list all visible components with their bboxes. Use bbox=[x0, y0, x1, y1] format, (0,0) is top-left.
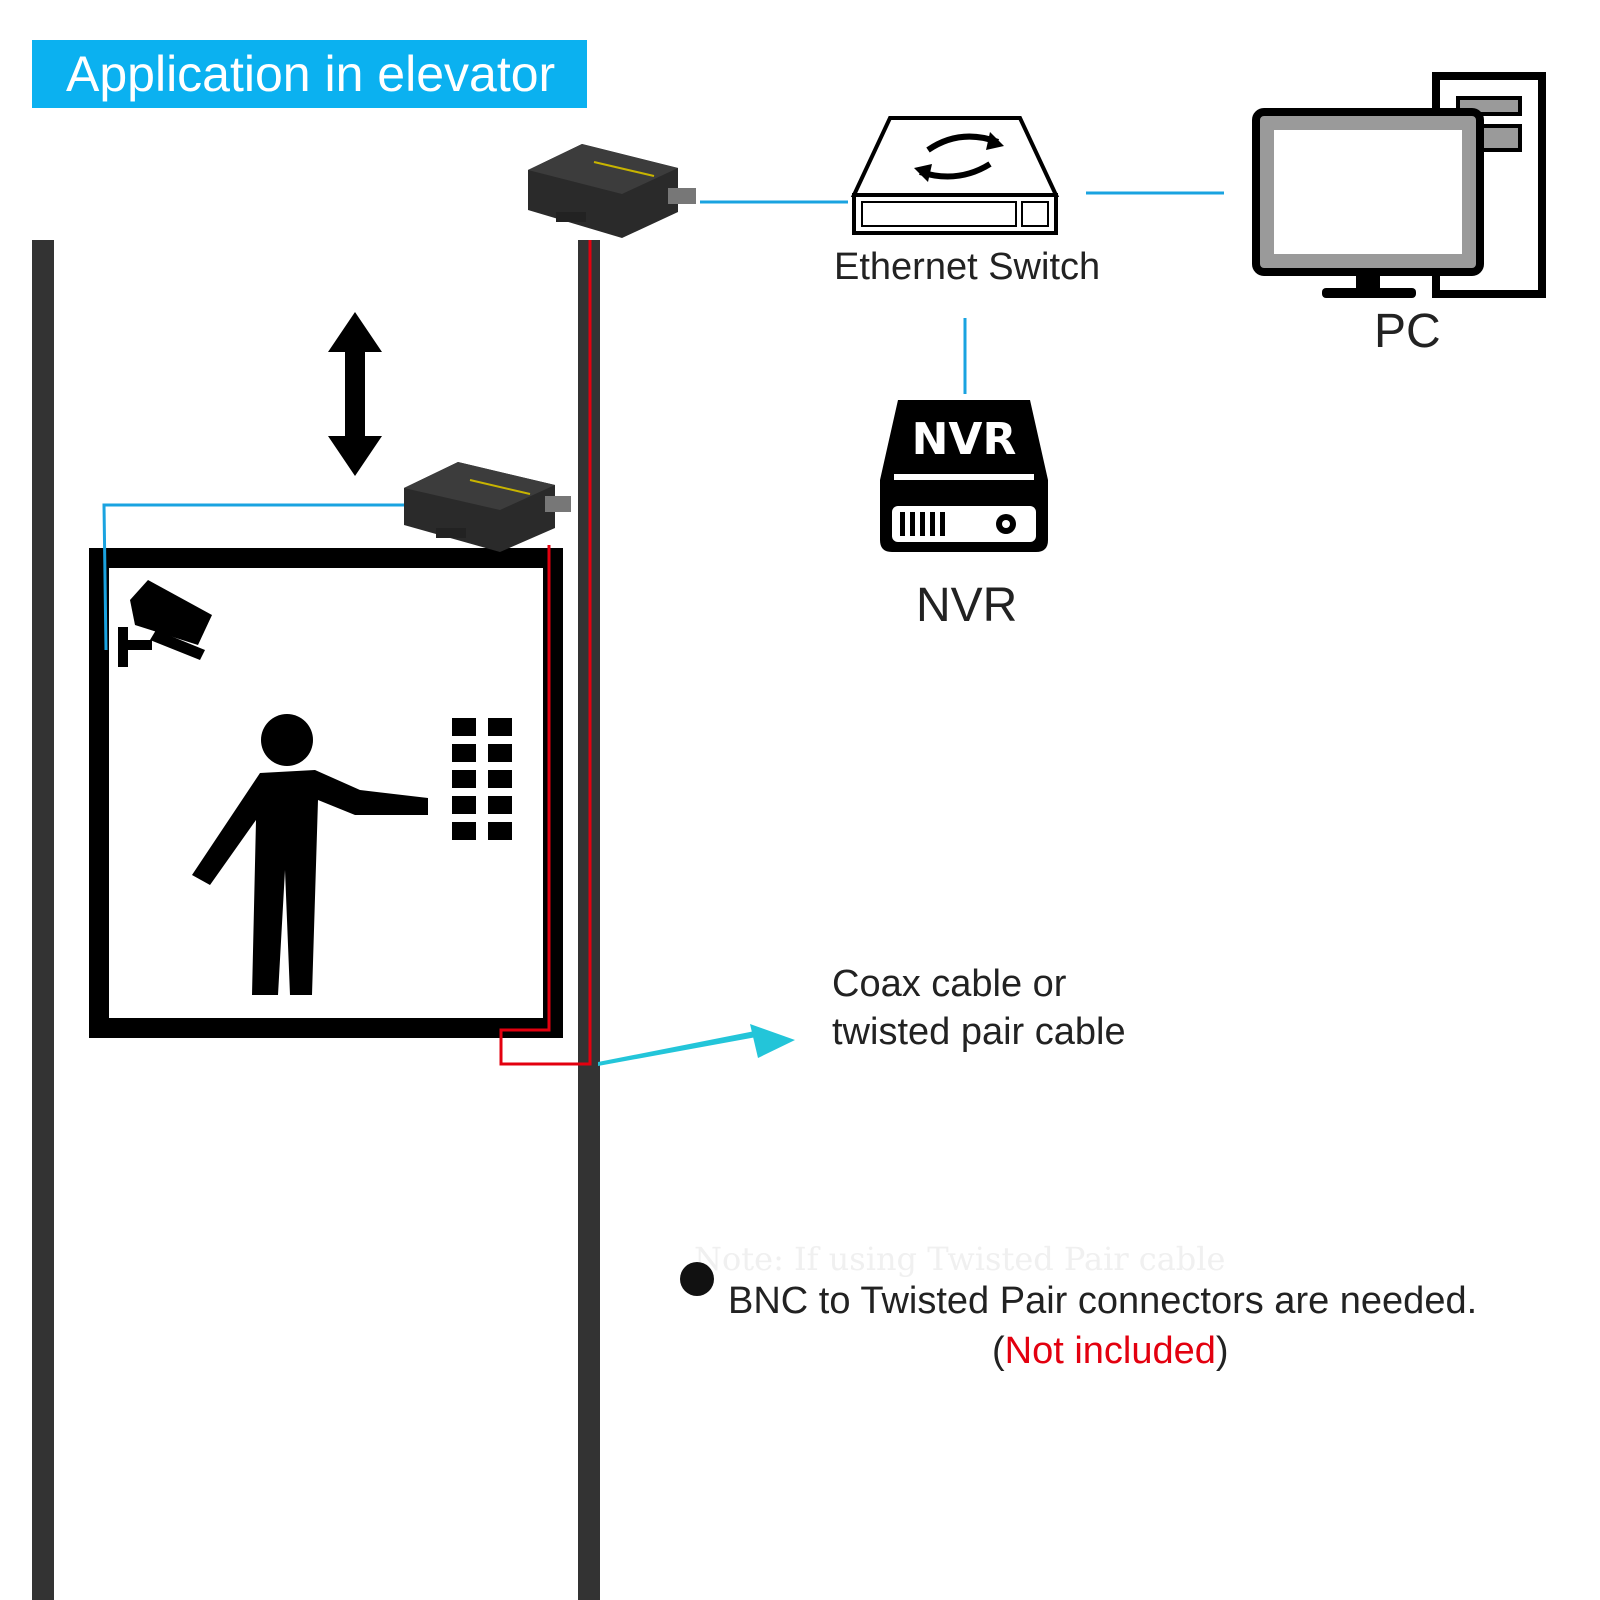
note-paren-close: ) bbox=[1215, 1330, 1229, 1372]
note-paren-open: ( bbox=[992, 1330, 1005, 1372]
cable-pointer-arrow bbox=[598, 1024, 795, 1066]
ethernet-switch-icon bbox=[850, 116, 1060, 235]
shaft-extender-device-icon bbox=[528, 144, 696, 238]
pc-label: PC bbox=[1374, 305, 1441, 358]
camera-icon bbox=[118, 580, 212, 667]
note-main-text: BNC to Twisted Pair connectors are neede… bbox=[728, 1280, 1478, 1322]
camera-ethernet-cable bbox=[102, 503, 410, 651]
nvr-device-text: NVR bbox=[912, 414, 1017, 465]
page-title: Application in elevator bbox=[32, 40, 587, 108]
cable-label: Coax cable or twisted pair cable bbox=[832, 960, 1252, 1056]
up-down-arrow-icon bbox=[328, 312, 382, 476]
note-bullet-icon bbox=[680, 1262, 714, 1296]
car-extender-device-icon bbox=[404, 462, 571, 552]
note-faint-text: Note: If using Twisted Pair cable bbox=[694, 1240, 1226, 1278]
shaft-rail-left bbox=[32, 240, 54, 1600]
coax-cable bbox=[499, 240, 592, 1066]
cable-label-line2: twisted pair cable bbox=[832, 1011, 1126, 1053]
nvr-icon: NVR bbox=[880, 400, 1048, 552]
person-icon bbox=[192, 714, 428, 995]
cable-label-line1: Coax cable or bbox=[832, 963, 1067, 1005]
button-panel-icon bbox=[452, 718, 512, 840]
ethernet-switch-label: Ethernet Switch bbox=[834, 246, 1101, 288]
not-included-text: Not included bbox=[1004, 1330, 1216, 1372]
elevator-car bbox=[89, 548, 563, 1038]
pc-icon bbox=[1252, 72, 1546, 298]
note-sub-text: (Not included) bbox=[992, 1330, 1229, 1373]
nvr-label: NVR bbox=[916, 579, 1018, 632]
